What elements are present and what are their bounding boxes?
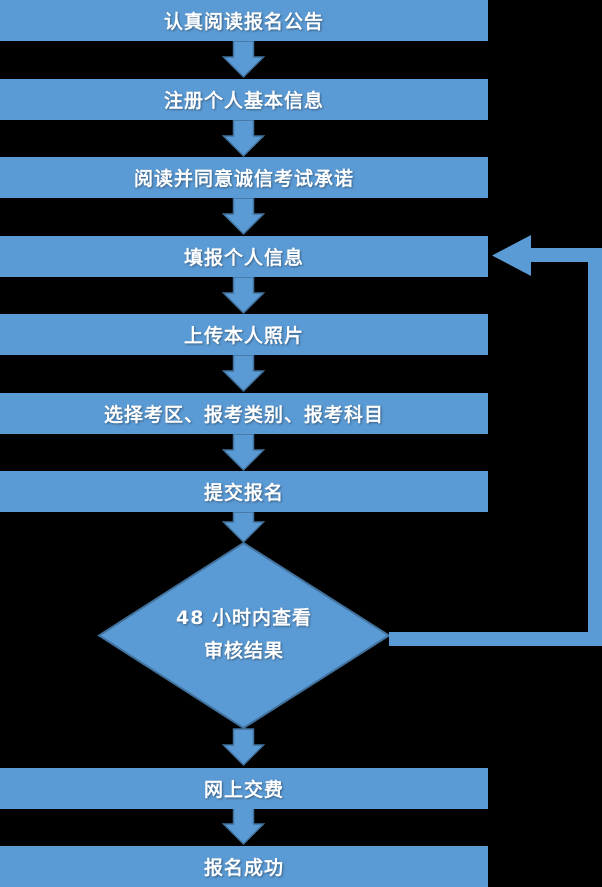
feedback-connector-right bbox=[588, 248, 602, 646]
flow-step-register-basic-info: 注册个人基本信息 bbox=[0, 79, 488, 120]
arrow-down-icon bbox=[221, 433, 266, 472]
flow-step-label: 报名成功 bbox=[203, 857, 284, 879]
arrow-down-icon bbox=[221, 728, 266, 767]
flow-step-label: 提交报名 bbox=[203, 482, 284, 504]
decision-diamond bbox=[97, 541, 391, 730]
flow-step-label: 阅读并同意诚信考试承诺 bbox=[133, 168, 354, 190]
decision-label-line1: 48 小时内查看 bbox=[175, 607, 313, 629]
feedback-connector-top bbox=[530, 248, 602, 262]
flow-step-fill-personal-info: 填报个人信息 bbox=[0, 236, 488, 277]
flow-step-label: 注册个人基本信息 bbox=[163, 90, 324, 112]
flow-step-registration-success: 报名成功 bbox=[0, 846, 488, 887]
flow-step-read-announcement: 认真阅读报名公告 bbox=[0, 0, 488, 41]
flow-step-label: 认真阅读报名公告 bbox=[163, 11, 324, 33]
arrow-left-icon bbox=[492, 235, 531, 276]
feedback-connector-bottom bbox=[389, 632, 602, 646]
flow-step-label: 上传本人照片 bbox=[183, 325, 304, 347]
arrow-down-icon bbox=[221, 276, 266, 315]
flow-step-label: 填报个人信息 bbox=[183, 247, 304, 269]
flow-step-upload-photo: 上传本人照片 bbox=[0, 314, 488, 355]
flow-step-submit-registration: 提交报名 bbox=[0, 471, 488, 512]
arrow-down-icon bbox=[221, 197, 266, 236]
arrow-down-icon bbox=[221, 807, 266, 846]
flow-step-agree-integrity-pledge: 阅读并同意诚信考试承诺 bbox=[0, 157, 488, 198]
decision-label-line2: 审核结果 bbox=[203, 640, 284, 662]
flow-step-label: 网上交费 bbox=[203, 779, 284, 801]
arrow-down-icon bbox=[221, 40, 266, 79]
flow-step-pay-online: 网上交费 bbox=[0, 768, 488, 809]
flow-step-label: 选择考区、报考类别、报考科目 bbox=[103, 404, 384, 426]
arrow-down-icon bbox=[221, 354, 266, 393]
arrow-down-icon bbox=[221, 511, 266, 544]
arrow-down-icon bbox=[221, 119, 266, 158]
flow-step-select-area-category-subject: 选择考区、报考类别、报考科目 bbox=[0, 393, 488, 434]
decision-label-check-review-result: 48 小时内查看 审核结果 bbox=[99, 599, 389, 671]
